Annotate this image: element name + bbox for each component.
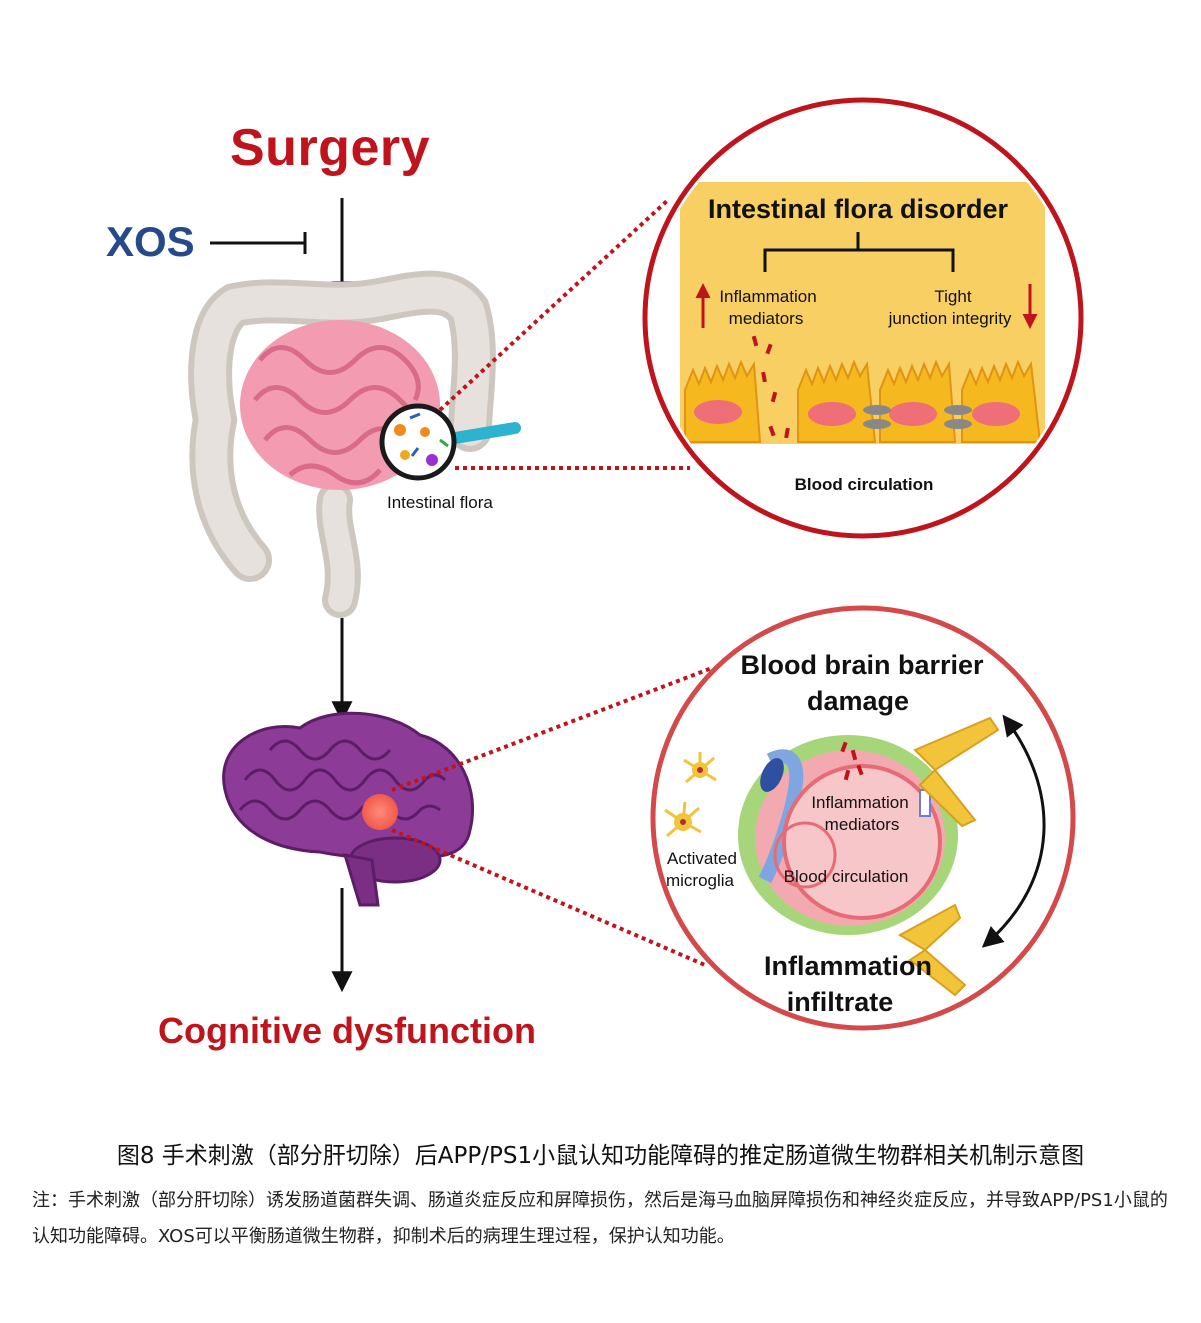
cycle-arrow-icon [981, 714, 1046, 948]
microglia-label-1: Activated [667, 849, 737, 868]
brain-bottom-label-2: infiltrate [787, 987, 894, 1017]
brain-inset-title-2: damage [807, 686, 909, 716]
microglia-label-2: microglia [666, 871, 735, 890]
microglia-icon [664, 752, 717, 838]
diagram-canvas: Intestinal flora disorder Inflammation m… [188, 97, 1084, 1031]
brain-inset: Blood brain barrier damage Inflammation … [650, 605, 1076, 1031]
epithelial-cells [684, 359, 1042, 443]
connector-lines [391, 198, 713, 967]
gut-left-label-1: Inflammation [719, 287, 816, 306]
gut-right-label-1: Tight [934, 287, 971, 306]
brain-inner-label-1: Inflammation [811, 793, 908, 812]
gut-right-label-2: junction integrity [888, 309, 1012, 328]
intestinal-flora-label: Intestinal flora [387, 493, 493, 512]
xos-label: XOS [106, 218, 195, 265]
brain-blood-label: Blood circulation [784, 867, 909, 886]
surgery-label: Surgery [230, 119, 431, 177]
figure-caption-title: 图8 手术刺激（部分肝切除）后APP/PS1小鼠认知功能障碍的推定肠道微生物群相… [116, 1143, 1085, 1169]
brain-inner-label-2: mediators [825, 815, 900, 834]
xos-inhibition-icon [210, 232, 307, 254]
brain-icon [222, 711, 475, 907]
gut-inset-title: Intestinal flora disorder [708, 194, 1009, 224]
figure-caption-note: 注：手术刺激（部分肝切除）诱发肠道菌群失调、肠道炎症反应和屏障损伤，然后是海马血… [32, 1190, 1168, 1247]
brain-bottom-label-1: Inflammation [764, 951, 932, 981]
cognitive-dysfunction-label: Cognitive dysfunction [158, 1010, 536, 1051]
gut-inset: Intestinal flora disorder Inflammation m… [642, 97, 1084, 539]
gut-bottom-label: Blood circulation [795, 475, 934, 494]
intestine-icon [188, 270, 521, 618]
brain-inset-title-1: Blood brain barrier [740, 650, 984, 680]
gut-left-label-2: mediators [729, 309, 804, 328]
